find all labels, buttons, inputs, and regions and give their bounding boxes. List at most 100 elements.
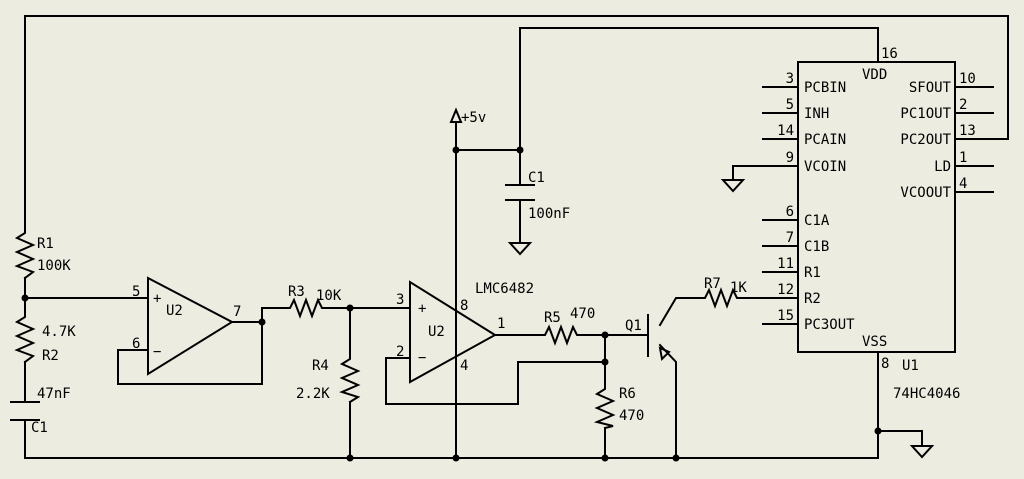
svg-text:8: 8 <box>460 298 468 314</box>
u1-gnd-wire <box>877 430 923 447</box>
svg-text:5: 5 <box>132 284 140 300</box>
svg-text:1K: 1K <box>730 280 747 296</box>
svg-text:3: 3 <box>396 292 404 308</box>
resistor-r1: R1 100K <box>14 227 71 280</box>
u1-pin-number: 12 <box>777 282 794 298</box>
svg-text:470: 470 <box>619 408 644 424</box>
u1-pin-name: VCOIN <box>804 159 846 175</box>
q1-emitter-wire <box>658 343 677 459</box>
svg-text:R6: R6 <box>619 386 636 402</box>
q1-collector-wire <box>658 297 701 327</box>
resistor-r5: R5 470 <box>539 306 595 346</box>
ground-icon <box>507 242 533 256</box>
svg-text:−: − <box>153 344 161 360</box>
svg-text:1: 1 <box>497 316 505 332</box>
u1-pin-number: 14 <box>777 123 794 139</box>
u1-pin-number: 3 <box>786 71 794 87</box>
svg-text:6: 6 <box>132 336 140 352</box>
u1-pin-number: 1 <box>959 150 967 166</box>
u1-pin-name: LD <box>934 159 951 175</box>
svg-text:100K: 100K <box>37 258 71 274</box>
capacitor-c1-left: 47nF C1 <box>10 386 71 436</box>
feedback-wire <box>24 15 1009 229</box>
svg-text:7: 7 <box>233 304 241 320</box>
resistor-r4: R4 2.2K <box>296 354 361 404</box>
svg-text:R1: R1 <box>37 236 54 252</box>
u1-pin-number: 10 <box>959 71 976 87</box>
u2a-to-r3-wire <box>261 307 286 323</box>
u1-pin-ld: 1LD <box>934 150 994 175</box>
svg-text:4: 4 <box>460 358 468 374</box>
u1-pin-number: 7 <box>786 230 794 246</box>
svg-text:U2: U2 <box>428 324 445 340</box>
vdd-wire <box>519 27 879 151</box>
svg-text:VDD: VDD <box>862 67 887 83</box>
resistor-r6: R6 470 <box>593 384 644 430</box>
svg-text:+5v: +5v <box>461 110 486 126</box>
u1-pin-number: 13 <box>959 123 976 139</box>
svg-text:U2: U2 <box>166 303 183 319</box>
u1-pin-name: R2 <box>804 291 821 307</box>
u1-pin-name: C1A <box>804 213 830 229</box>
svg-text:C1: C1 <box>31 420 48 436</box>
wires <box>24 15 1009 459</box>
svg-text:−: − <box>418 350 426 366</box>
svg-text:16: 16 <box>881 46 898 62</box>
svg-text:VSS: VSS <box>862 334 887 350</box>
svg-text:2.2K: 2.2K <box>296 386 330 402</box>
u1-pin-name: R1 <box>804 265 821 281</box>
u1-pin-name: VCOOUT <box>900 185 951 201</box>
u1-pin-name: PCBIN <box>804 80 846 96</box>
svg-text:+: + <box>418 301 426 317</box>
ground-icon <box>909 445 935 459</box>
supply-5v: +5v <box>449 107 486 126</box>
svg-text:+: + <box>153 291 161 307</box>
ground-icon <box>720 179 746 193</box>
resistor-r3: R3 10K <box>284 284 342 319</box>
svg-text:4.7K: 4.7K <box>42 324 76 340</box>
svg-text:R5: R5 <box>544 310 561 326</box>
u1-pin-name: SFOUT <box>909 80 952 96</box>
u1-pin-name: PCAIN <box>804 132 846 148</box>
resistor-r7: R7 1K <box>699 276 747 309</box>
svg-text:C1: C1 <box>528 170 545 186</box>
u1-pin-number: 11 <box>777 256 794 272</box>
ic-u1: 16 VDD VSS 8 U1 74HC4046 3PCBIN5INH14PCA… <box>762 46 994 402</box>
ground-symbols <box>507 179 935 459</box>
opamp-u2a: + − U2 5 6 7 <box>132 276 241 376</box>
capacitor-c1-top: C1 100nF <box>505 170 570 222</box>
u1-pin-number: 5 <box>786 97 794 113</box>
svg-text:470: 470 <box>570 306 595 322</box>
svg-text:2: 2 <box>396 344 404 360</box>
svg-text:Q1: Q1 <box>625 318 642 334</box>
svg-text:R3: R3 <box>288 284 305 300</box>
u1-pin-name: PC1OUT <box>900 106 951 122</box>
u1-pin-name: INH <box>804 106 829 122</box>
u1-pin-number: 9 <box>786 150 794 166</box>
svg-text:LMC6482: LMC6482 <box>475 281 534 297</box>
svg-text:R7: R7 <box>704 276 721 292</box>
svg-text:R2: R2 <box>42 348 59 364</box>
u2b-feedback-wire <box>385 357 606 405</box>
resistor-r2: 4.7K R2 <box>14 311 76 364</box>
u1-pin-name: PC2OUT <box>900 132 951 148</box>
junctions <box>21 146 882 462</box>
u1-pin-name: C1B <box>804 239 829 255</box>
svg-text:47nF: 47nF <box>37 386 71 402</box>
svg-text:10K: 10K <box>316 288 342 304</box>
transistor-q1: Q1 <box>625 314 671 362</box>
u2a-feedback-wire <box>117 321 263 385</box>
